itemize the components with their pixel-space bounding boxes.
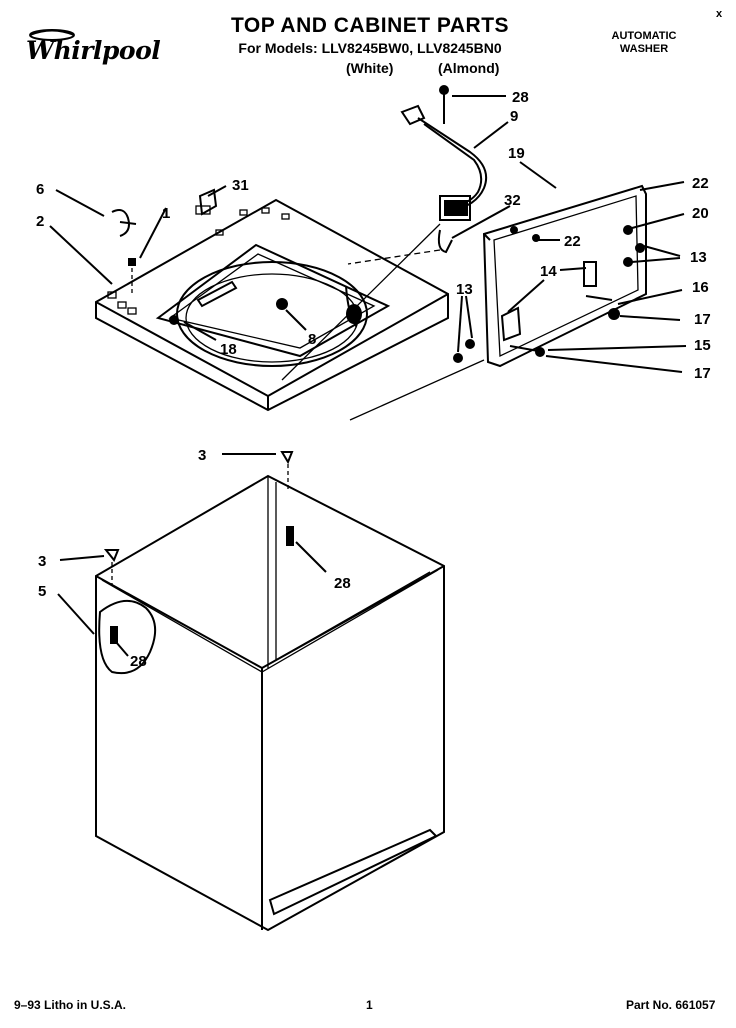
- callout-14: 14: [540, 263, 557, 280]
- callout-2: 2: [36, 213, 44, 230]
- callout-18: 18: [220, 341, 237, 358]
- callout-5: 5: [38, 583, 46, 600]
- callout-13-right: 13: [690, 249, 707, 266]
- callout-28-mid: 28: [334, 575, 351, 592]
- callout-8: 8: [308, 331, 316, 348]
- lid-hardware: [453, 225, 645, 363]
- callout-3-left: 3: [38, 553, 46, 570]
- product-type: AUTOMATIC WASHER: [598, 30, 690, 56]
- leader-lines: [49, 95, 687, 657]
- callout-16: 16: [692, 279, 709, 296]
- callout-1: 1: [162, 205, 170, 222]
- corner-mark: x: [716, 8, 723, 20]
- small-top-parts: [111, 188, 218, 296]
- litho-note: 9–93 Litho in U.S.A.: [14, 998, 127, 1012]
- lid-switch-harness: [281, 85, 488, 421]
- callout-28-left: 28: [130, 653, 147, 670]
- callout-labels: 28 9 19 22 6 31 20 32 1 2 22 13 14 16 13…: [36, 89, 711, 670]
- callout-3-top: 3: [198, 447, 206, 464]
- part-number: Part No. 661057: [626, 998, 716, 1012]
- callout-22-top: 22: [692, 175, 709, 192]
- models-subtitle: For Models: LLV8245BW0, LLV8245BN0: [238, 40, 502, 56]
- washer-top-panel: [95, 198, 449, 412]
- callout-28-top: 28: [512, 89, 529, 106]
- page-title: TOP AND CABINET PARTS: [230, 14, 510, 37]
- whirlpool-logo: Whirlpool: [22, 28, 161, 68]
- product-line-1: AUTOMATIC: [611, 30, 677, 42]
- callout-17-bottom: 17: [694, 365, 711, 382]
- callout-32: 32: [504, 192, 521, 209]
- callout-17-top: 17: [694, 311, 711, 328]
- cabinet: [95, 451, 445, 932]
- lid-assembly: [482, 184, 647, 368]
- logo-swoosh-icon: [29, 29, 75, 41]
- callout-20: 20: [692, 205, 709, 222]
- brand-name: Whirlpool: [26, 36, 161, 65]
- callout-9: 9: [510, 108, 518, 125]
- product-line-2: WASHER: [619, 43, 669, 55]
- callout-15: 15: [694, 337, 711, 354]
- callout-6: 6: [36, 181, 44, 198]
- callout-22-mid: 22: [564, 233, 581, 250]
- callout-31: 31: [232, 177, 249, 194]
- page-number: 1: [366, 998, 373, 1012]
- variant-white: (White): [346, 60, 394, 76]
- variant-almond: (Almond): [438, 60, 500, 76]
- callout-13-left: 13: [456, 281, 473, 298]
- callout-19: 19: [508, 145, 525, 162]
